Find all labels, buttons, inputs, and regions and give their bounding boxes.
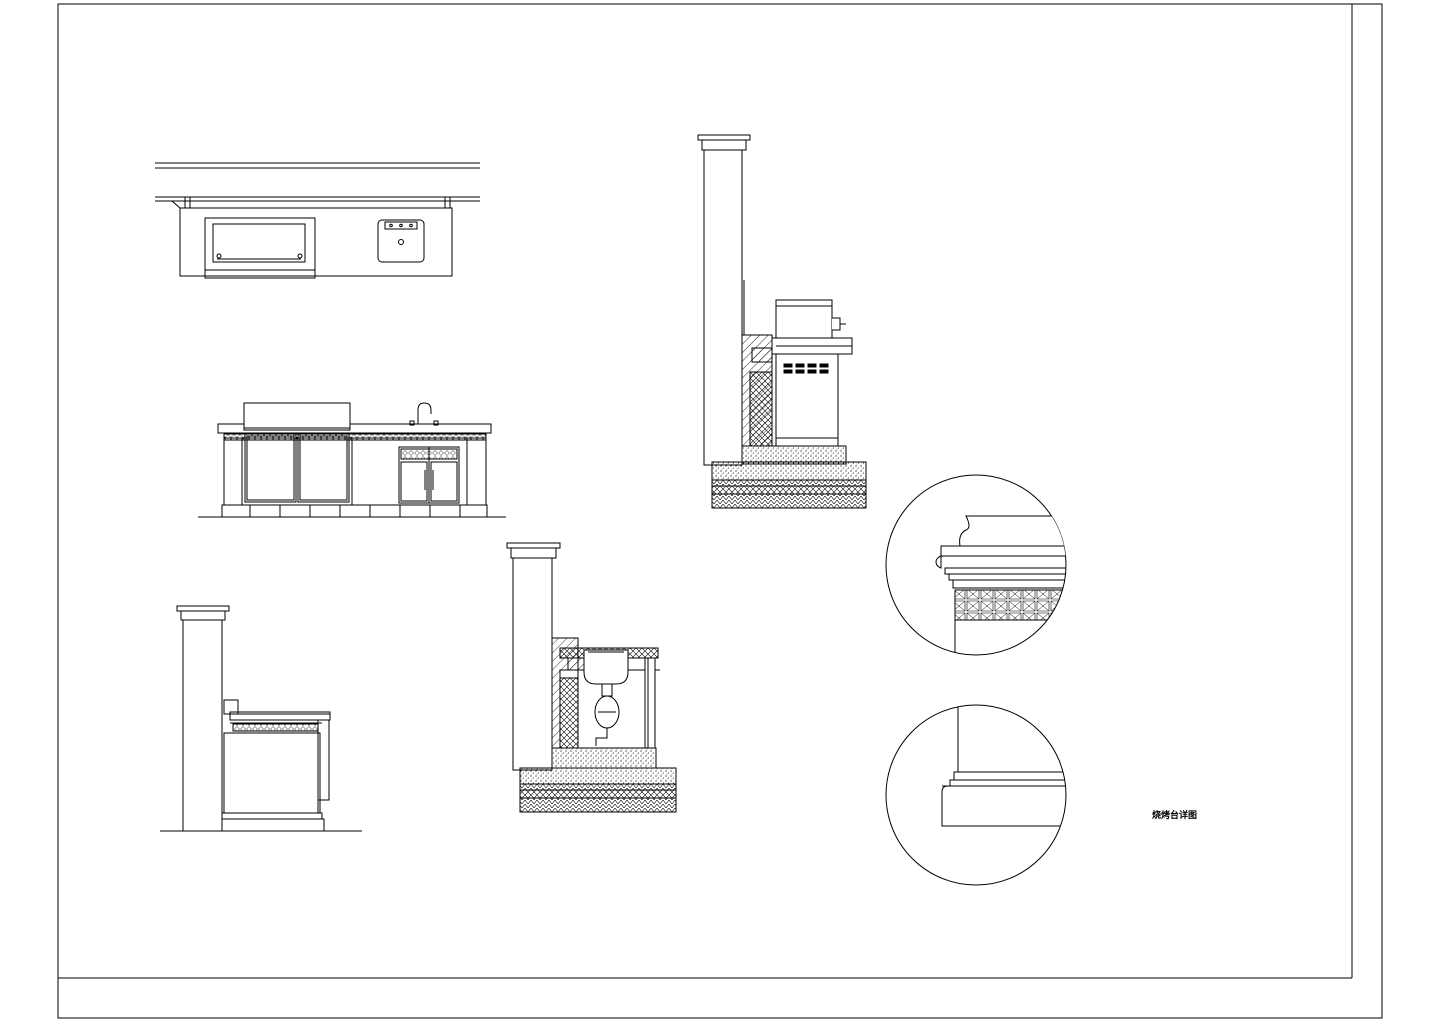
grill-section — [698, 135, 866, 508]
drawing-caption: 烧烤台详图 — [1152, 811, 1198, 821]
plan-sink-outline — [378, 220, 424, 262]
front-elevation — [198, 403, 506, 517]
plan-grill-outline — [205, 218, 315, 278]
side-elevation — [160, 606, 362, 831]
sink-section — [507, 543, 676, 812]
base-detail — [886, 700, 1084, 885]
cornice-detail — [886, 475, 1093, 660]
sheet-frame — [58, 4, 1382, 1018]
plan-view — [155, 163, 480, 278]
